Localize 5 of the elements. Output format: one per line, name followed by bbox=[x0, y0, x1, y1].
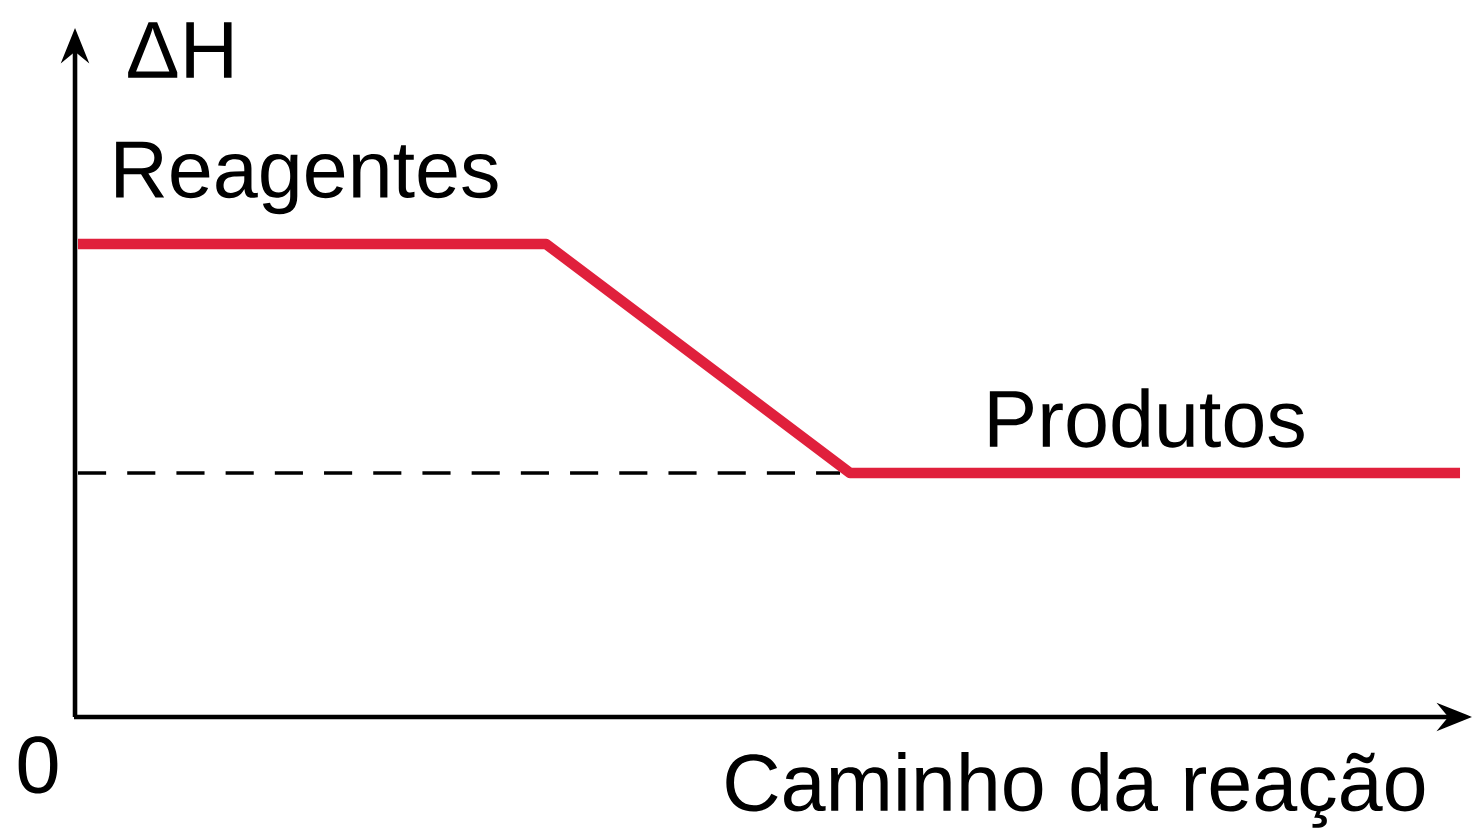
axis-label: Caminho da reação bbox=[726, 752, 1425, 828]
curve-label: Reagentes bbox=[116, 141, 498, 215]
axis-label: ΔH bbox=[128, 22, 232, 78]
curve-label: Produtos bbox=[989, 388, 1304, 448]
origin-label: 0 bbox=[18, 736, 58, 794]
